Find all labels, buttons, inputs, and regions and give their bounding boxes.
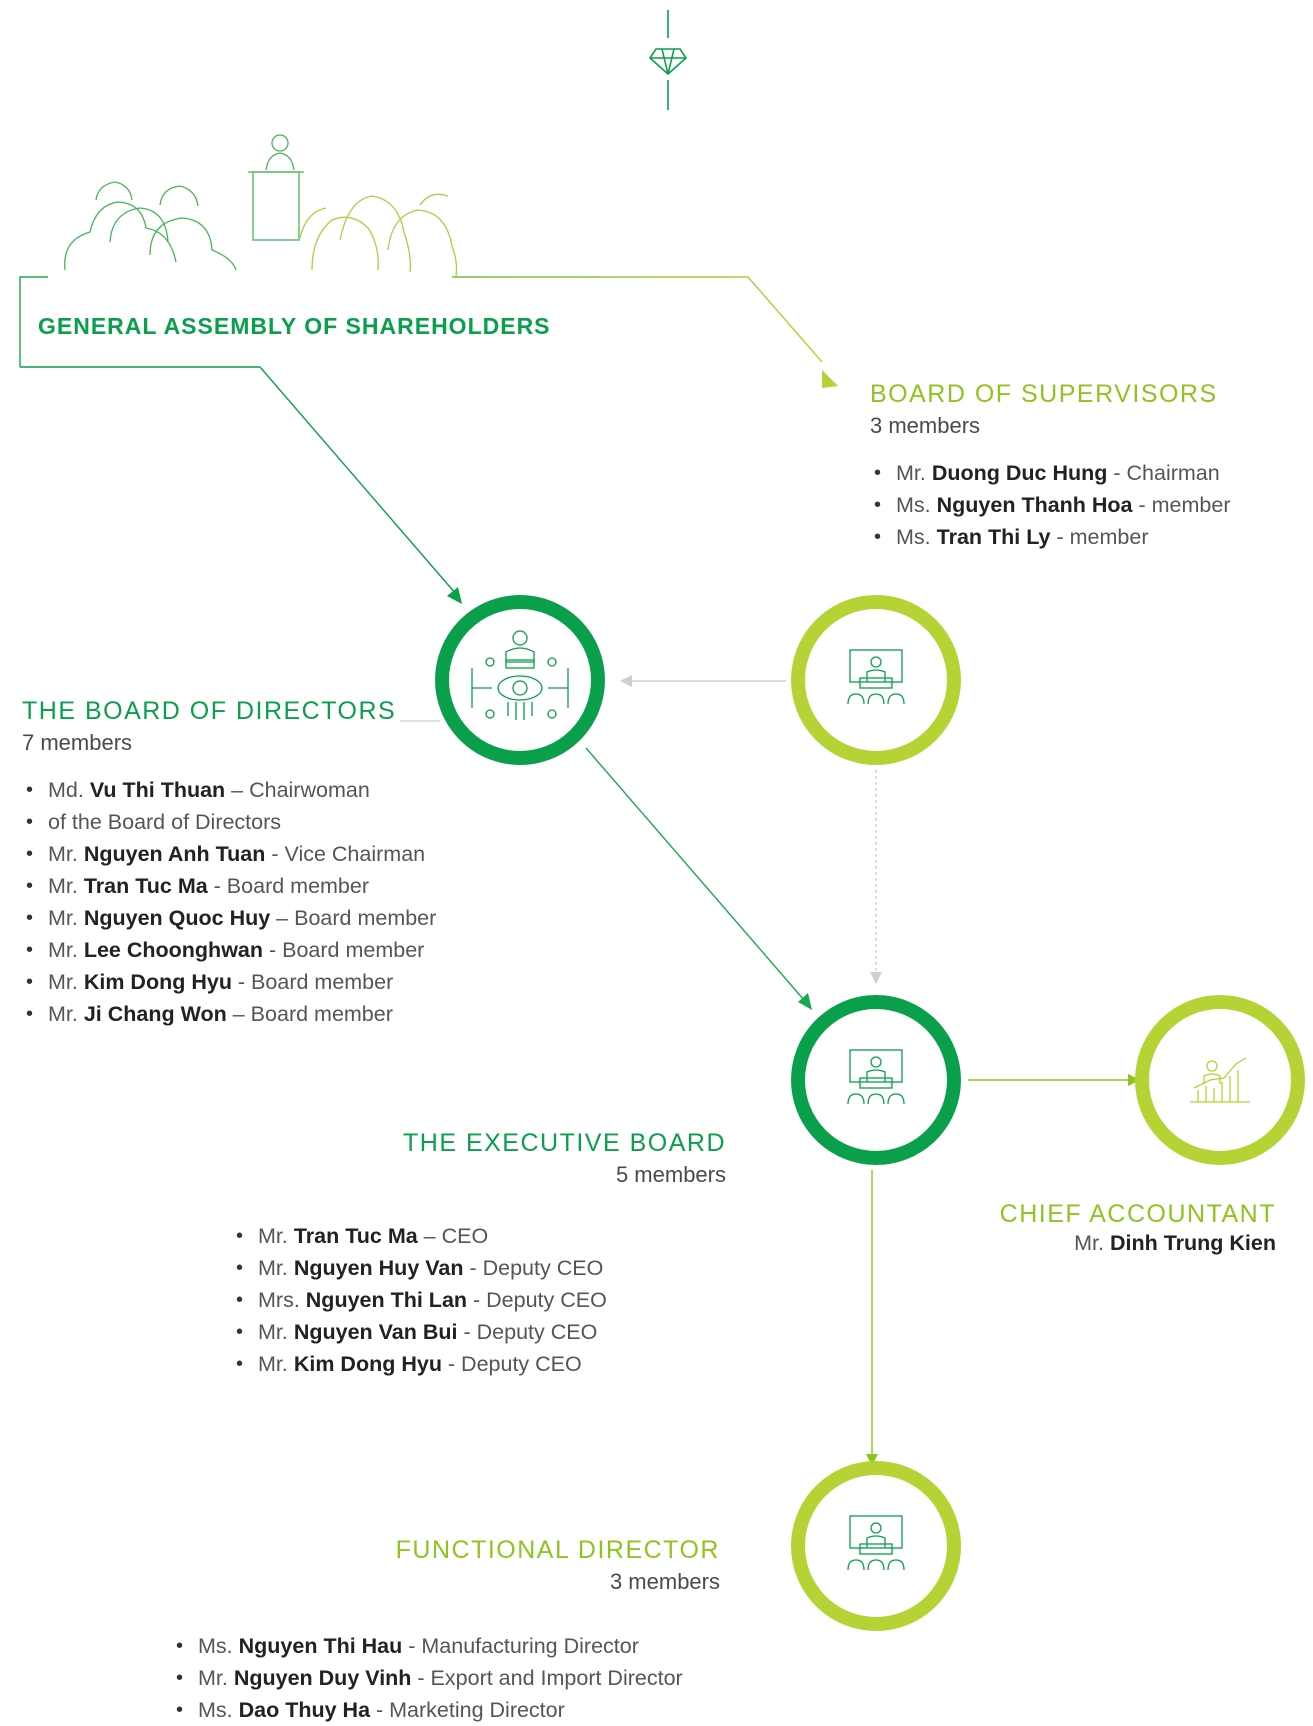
functional-title: FUNCTIONAL DIRECTOR <box>395 1536 720 1564</box>
presentation-icon <box>847 1515 905 1571</box>
list-item: Mrs. Nguyen Thi Lan - Deputy CEO <box>232 1284 607 1316</box>
directors-block: THE BOARD OF DIRECTORS 7 members Md. Vu … <box>22 697 436 1030</box>
list-item: Mr. Nguyen Duy Vinh - Export and Import … <box>172 1662 683 1694</box>
accountant-block: CHIEF ACCOUNTANT Mr. Dinh Trung Kien <box>970 1200 1276 1256</box>
network-people-icon <box>471 630 569 720</box>
list-item: Mr. Nguyen Anh Tuan - Vice Chairman <box>22 838 436 870</box>
general-assembly-title: GENERAL ASSEMBLY OF SHAREHOLDERS <box>38 313 551 339</box>
list-item: Mr. Kim Dong Hyu - Board member <box>22 966 436 998</box>
list-item: Mr. Kim Dong Hyu - Deputy CEO <box>232 1348 607 1380</box>
functional-header: FUNCTIONAL DIRECTOR 3 members <box>360 1536 720 1595</box>
list-item: Ms. Tran Thi Ly - member <box>870 521 1231 553</box>
list-item: Mr. Lee Choonghwan - Board member <box>22 934 436 966</box>
list-item: Ms. Dao Thuy Ha - Marketing Director <box>172 1694 683 1726</box>
growth-chart-icon <box>1190 1057 1250 1103</box>
executive-count: 5 members <box>615 1162 726 1187</box>
supervisors-title: BOARD OF SUPERVISORS <box>870 380 1218 408</box>
executive-title: THE EXECUTIVE BOARD <box>403 1129 726 1157</box>
list-item: Mr. Tran Tuc Ma – CEO <box>232 1220 607 1252</box>
executive-header: THE EXECUTIVE BOARD 5 members <box>380 1129 726 1188</box>
list-item: Mr. Nguyen Van Bui - Deputy CEO <box>232 1316 607 1348</box>
directors-circle[interactable] <box>435 595 605 765</box>
audience-illustration <box>64 134 458 277</box>
supervisors-list: Mr. Duong Duc Hung - Chairman Ms. Nguyen… <box>870 457 1231 553</box>
list-item: Md. Vu Thi Thuan – Chairwoman <box>22 774 436 806</box>
list-item: Ms. Nguyen Thanh Hoa - member <box>870 489 1231 521</box>
executive-circle[interactable] <box>791 995 961 1165</box>
functional-circle[interactable] <box>791 1461 961 1631</box>
presentation-icon <box>847 649 905 705</box>
supervisors-block: BOARD OF SUPERVISORS 3 members Mr. Duong… <box>870 380 1231 553</box>
directors-count: 7 members <box>22 730 133 755</box>
list-item: Mr. Tran Tuc Ma - Board member <box>22 870 436 902</box>
list-item: Mr. Nguyen Quoc Huy – Board member <box>22 902 436 934</box>
directors-list: Md. Vu Thi Thuan – Chairwoman of the Boa… <box>22 774 436 1030</box>
supervisors-count: 3 members <box>870 413 981 438</box>
arrow-head <box>822 370 838 388</box>
diamond-icon <box>648 10 688 110</box>
executive-list: Mr. Tran Tuc Ma – CEO Mr. Nguyen Huy Van… <box>232 1220 607 1380</box>
presentation-icon <box>847 1049 905 1105</box>
directors-title: THE BOARD OF DIRECTORS <box>22 697 397 725</box>
list-item: Mr. Nguyen Huy Van - Deputy CEO <box>232 1252 607 1284</box>
list-item: Mr. Ji Chang Won – Board member <box>22 998 436 1030</box>
accountant-title: CHIEF ACCOUNTANT <box>999 1200 1276 1228</box>
list-item-continuation: of the Board of Directors <box>22 806 436 838</box>
functional-count: 3 members <box>609 1569 720 1594</box>
list-item: Mr. Duong Duc Hung - Chairman <box>870 457 1231 489</box>
list-item: Ms. Nguyen Thi Hau - Manufacturing Direc… <box>172 1630 683 1662</box>
functional-list: Ms. Nguyen Thi Hau - Manufacturing Direc… <box>172 1630 683 1726</box>
accountant-name: Mr. Dinh Trung Kien <box>1074 1231 1276 1255</box>
supervisors-circle[interactable] <box>791 595 961 765</box>
